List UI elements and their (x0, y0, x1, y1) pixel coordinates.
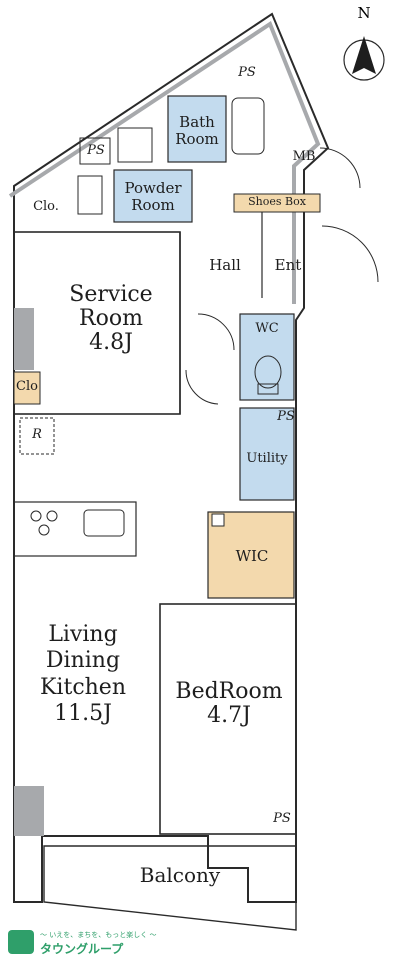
mb-label: MB (292, 149, 316, 164)
utility-label: Utility (246, 451, 288, 466)
outer-wall (13, 12, 330, 903)
kitchen-sink (83, 509, 125, 537)
mb-door-swing (319, 147, 361, 189)
balcony-label: Balcony (139, 863, 221, 887)
compass-arrow-icon (343, 36, 385, 81)
service-room-label: Service Room 4.8J (69, 282, 153, 356)
entrance-door-swing (321, 225, 379, 283)
utility-area (239, 407, 295, 501)
powder-room-label: Powder Room (124, 179, 182, 214)
balcony-area (43, 845, 297, 931)
wall-column-bottom (14, 786, 44, 836)
hall-label: Hall (209, 256, 241, 274)
ps-left-label: PS (87, 143, 105, 158)
toilet-tank (257, 383, 279, 395)
wall-column-left (14, 308, 34, 370)
bath-room-label: Bath Room (175, 113, 219, 148)
bathtub (231, 97, 265, 155)
wic-label: WIC (235, 547, 269, 565)
ps-top-label: PS (238, 65, 256, 80)
company-logo: 〜 いえを、まちを、もっと楽しく 〜 タウングループ (8, 928, 178, 956)
bath-room-area (167, 95, 227, 163)
north-compass: N (340, 4, 388, 90)
shoes-box-area (233, 193, 321, 213)
toilet-bowl (254, 355, 282, 389)
ps-top-left-box (79, 137, 111, 165)
shoes-box-label: Shoes Box (248, 195, 306, 208)
ps-utility-label: PS (277, 409, 295, 424)
logo-tagline: 〜 いえを、まちを、もっと楽しく 〜 (40, 931, 157, 939)
ps-wic-box (211, 513, 225, 527)
service-door-swing (185, 369, 219, 405)
closet-side-area (13, 371, 41, 405)
stove-burner-2 (46, 510, 58, 522)
bedroom-area (159, 603, 297, 835)
washbasin (77, 175, 103, 215)
fridge-space (19, 417, 55, 455)
kitchen-counter (13, 501, 137, 557)
logo-mark-icon (8, 930, 34, 954)
laundry-pan (117, 127, 153, 163)
ps-bedroom-label: PS (273, 811, 291, 826)
north-label: N (357, 4, 371, 22)
entrance-label: Ent (274, 256, 302, 274)
fridge-label: R (32, 427, 42, 442)
closet-top-label: Clo. (33, 199, 59, 214)
powder-room-area (113, 169, 193, 223)
ldk-label: Living Dining Kitchen 11.5J (40, 622, 126, 727)
wc-area (239, 313, 295, 401)
stove-burner-1 (30, 510, 42, 522)
bedroom-label: BedRoom 4.7J (175, 679, 283, 729)
stove-burner-3 (38, 524, 50, 536)
closet-side-label: Clo (16, 379, 38, 394)
wc-label: WC (255, 321, 279, 336)
logo-name: タウングループ (40, 942, 124, 956)
hall-door-swing (197, 313, 235, 351)
